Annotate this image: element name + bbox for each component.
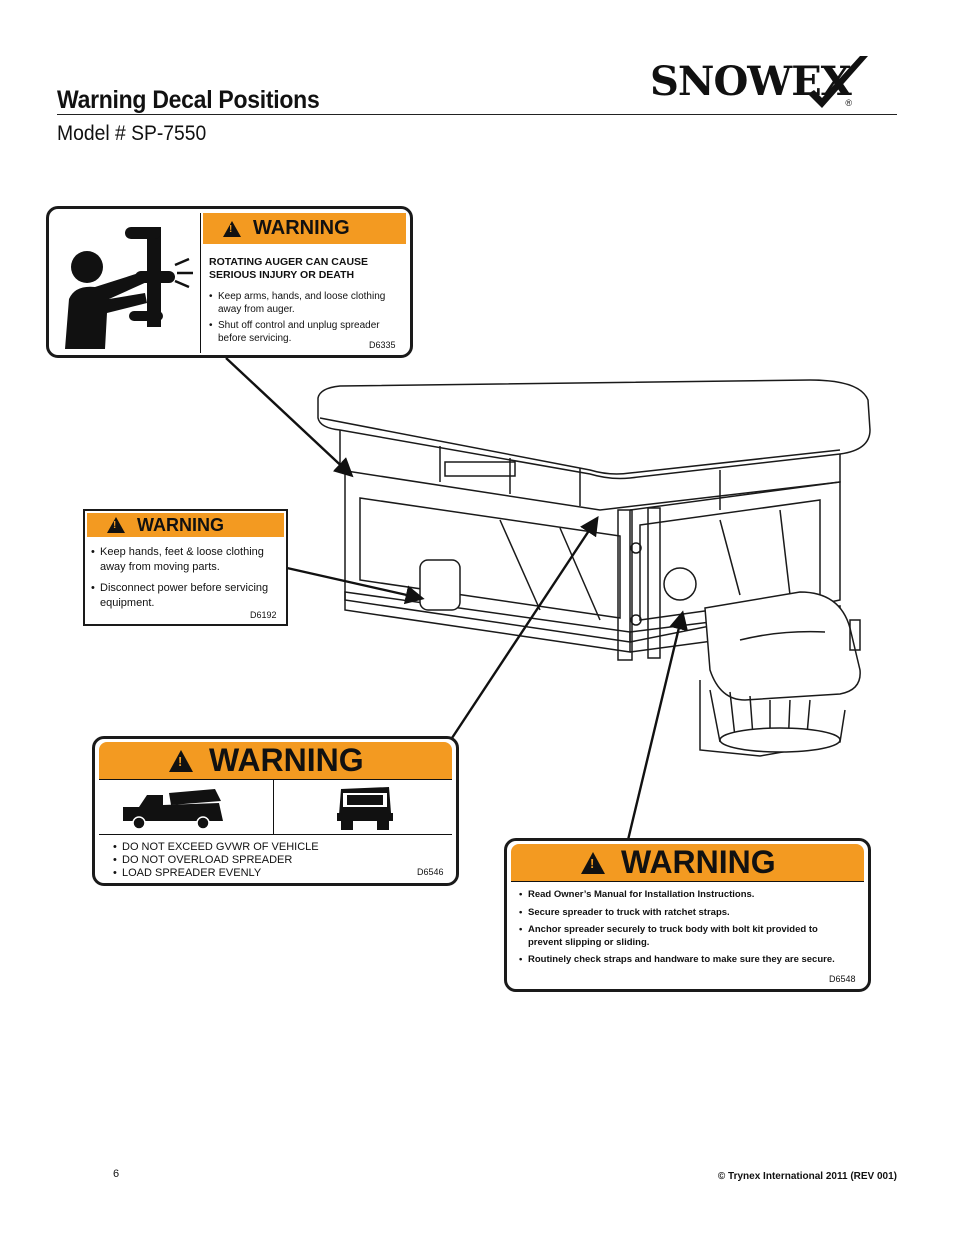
decal-code: D6548 [829,974,856,984]
decal-code: D6192 [250,610,277,620]
list-item: Read Owner’s Manual for Installation Ins… [519,889,854,902]
list-item: Keep hands, feet & loose clothing away f… [91,545,286,575]
list-item: Disconnect power before servicing equipm… [91,581,286,611]
spreader-illustration [317,379,871,757]
decal-items: Read Owner’s Manual for Installation Ins… [519,889,854,967]
list-item: DO NOT OVERLOAD SPREADER [113,854,413,867]
decal-install-warning: ! WARNING Read Owner’s Manual for Instal… [504,838,871,992]
warning-triangle-icon: ! [107,517,125,533]
warning-header: ! WARNING [511,844,864,881]
list-item: Routinely check straps and handware to m… [519,954,854,967]
page-number: 6 [113,1168,120,1180]
warning-header: ! WARNING [99,742,452,779]
list-item: Secure spreader to truck with ratchet st… [519,907,854,920]
warning-triangle-icon: ! [223,220,241,237]
list-item: DO NOT EXCEED GVWR OF VEHICLE [113,841,413,854]
checkmark-icon [808,56,868,108]
model-number: Model # SP-7550 [57,122,207,145]
truck-rear-icon [337,787,393,830]
header-rule [57,114,897,115]
decal-lead: ROTATING AUGER CAN CAUSE SERIOUS INJURY … [209,256,369,281]
list-item: Shut off control and unplug spreader bef… [209,320,409,345]
warning-triangle-icon: ! [581,851,605,874]
page-title: Warning Decal Positions [57,86,320,114]
warning-header: ! WARNING [87,513,284,537]
decal-code: D6335 [369,340,396,350]
auger-hazard-pictogram-icon [55,215,195,349]
warning-header: ! WARNING [203,213,406,244]
decal-items: Keep arms, hands, and loose clothing awa… [209,291,409,345]
decal-moving-parts-warning: ! WARNING Keep hands, feet & loose cloth… [83,509,288,626]
copyright: © Trynex International 2011 (REV 001) [717,1171,897,1182]
list-item: Keep arms, hands, and loose clothing awa… [209,291,409,316]
snowex-logo-icon: SNOWEX ® [650,52,872,112]
truck-side-icon [123,789,223,829]
decal-gvwr-warning: ! WARNING DO NOT EXCEED GVWR OF VEHICLE … [92,736,459,886]
decal-items: Keep hands, feet & loose clothing away f… [91,545,286,611]
list-item: Anchor spreader securely to truck body w… [519,924,854,949]
decal-auger-warning: ! WARNING ROTATING AUGER CAN CAUSE SERIO… [46,206,413,358]
warning-triangle-icon: ! [169,749,193,772]
decal-items: DO NOT EXCEED GVWR OF VEHICLE DO NOT OVE… [113,841,413,880]
decal-code: D6546 [417,867,444,877]
list-item: LOAD SPREADER EVENLY [113,867,413,880]
